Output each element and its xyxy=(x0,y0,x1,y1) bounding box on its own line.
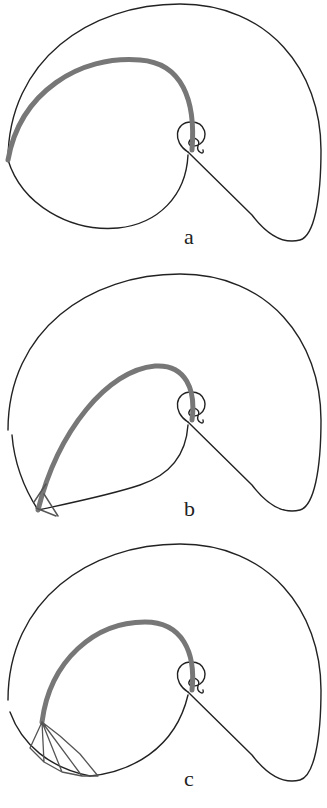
shell-c xyxy=(8,544,321,781)
panel-letter: c xyxy=(184,768,194,790)
shell-a xyxy=(8,4,321,241)
panel-letter: b xyxy=(184,498,195,520)
panel-letter: a xyxy=(184,226,194,248)
shell-b xyxy=(8,274,321,516)
